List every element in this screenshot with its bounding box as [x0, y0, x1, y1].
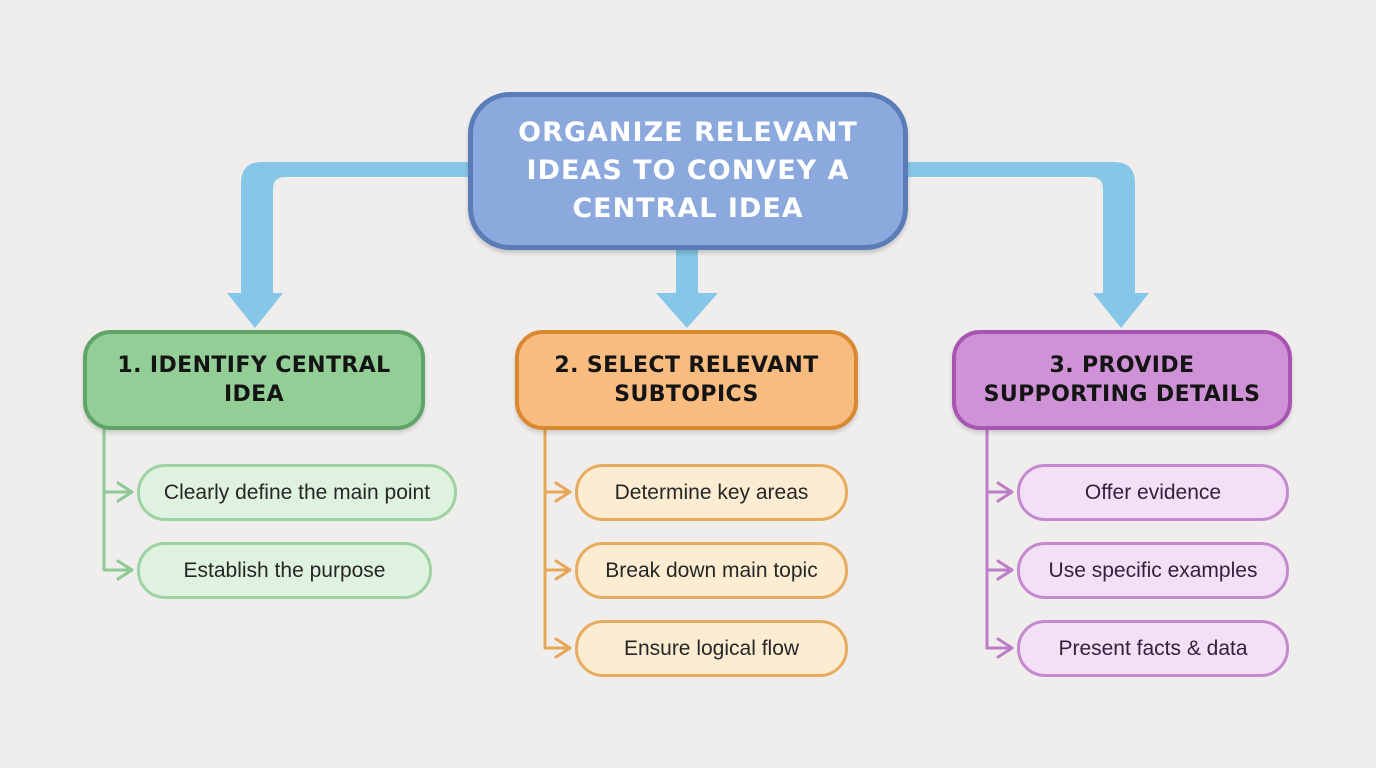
branch-1-item-2-label: Establish the purpose [183, 558, 386, 582]
branch-1-header: 1. IDENTIFY CENTRAL IDEA [83, 330, 425, 430]
branch-3-arrow-item-1 [985, 481, 1014, 503]
branch-3-item-1-label: Offer evidence [1084, 480, 1222, 504]
branch-3-arrow-item-2 [985, 559, 1014, 581]
branch-3-item-1: Offer evidence [1017, 464, 1289, 521]
branch-2-arrow-item-2 [543, 559, 572, 581]
root-node: ORGANIZE RELEVANT IDEAS TO CONVEY A CENT… [468, 92, 908, 250]
branch-3-header: 3. PROVIDE SUPPORTING DETAILS [952, 330, 1292, 430]
branch-2-item-3-label: Ensure logical flow [623, 636, 800, 660]
arrow-root-to-branch-2 [656, 246, 718, 328]
branch-3-title: 3. PROVIDE SUPPORTING DETAILS [983, 352, 1261, 407]
arrow-root-to-branch-1 [227, 162, 468, 328]
branch-1-title: 1. IDENTIFY CENTRAL IDEA [117, 352, 391, 407]
branch-2-item-1-label: Determine key areas [614, 480, 809, 504]
branch-1-item-1: Clearly define the main point [137, 464, 457, 521]
branch-3-item-2: Use specific examples [1017, 542, 1289, 599]
branch-2-arrow-item-3 [543, 637, 572, 659]
branch-1-arrow-item-2 [102, 559, 134, 581]
branch-2-item-3: Ensure logical flow [575, 620, 848, 677]
branch-3-item-2-label: Use specific examples [1048, 558, 1258, 582]
branch-2-item-1: Determine key areas [575, 464, 848, 521]
branch-3-item-3-label: Present facts & data [1058, 636, 1248, 660]
branch-2-header: 2. SELECT RELEVANT SUBTOPICS [515, 330, 858, 430]
branch-3-arrow-item-3 [985, 637, 1014, 659]
branch-1-arrow-item-1 [102, 481, 134, 503]
branch-1-item-1-label: Clearly define the main point [163, 480, 431, 504]
branch-2-item-2: Break down main topic [575, 542, 848, 599]
branch-2-item-2-label: Break down main topic [605, 558, 818, 582]
branch-1-item-2: Establish the purpose [137, 542, 432, 599]
branch-2-title: 2. SELECT RELEVANT SUBTOPICS [554, 352, 819, 407]
branch-2-arrow-item-1 [543, 481, 572, 503]
branch-3-item-3: Present facts & data [1017, 620, 1289, 677]
root-title: ORGANIZE RELEVANT IDEAS TO CONVEY A CENT… [518, 116, 858, 225]
arrow-root-to-branch-3 [908, 162, 1149, 328]
